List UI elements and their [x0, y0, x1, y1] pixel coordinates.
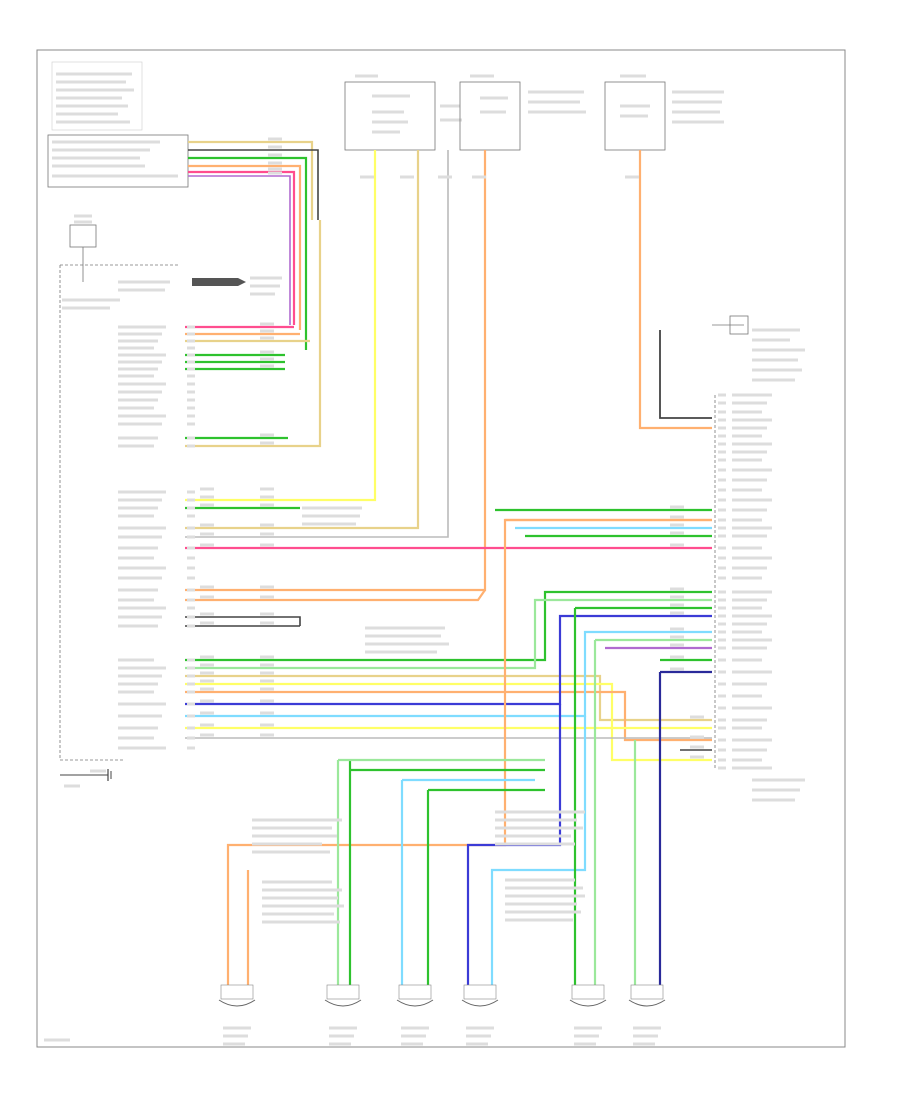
speaker-icon — [628, 999, 666, 1007]
ground-icon — [60, 769, 112, 788]
wire-21 — [638, 150, 712, 430]
speaker-icon — [396, 999, 434, 1007]
wire-31 — [185, 598, 712, 670]
wire-16 — [185, 150, 420, 530]
speaker-lr-speaker — [628, 984, 666, 1046]
wire-5 — [188, 170, 296, 325]
wire-19 — [185, 589, 486, 602]
header-block-left — [51, 61, 143, 131]
wire-30 — [185, 590, 712, 662]
fuse-box-2 — [459, 74, 586, 151]
wire-33 — [185, 682, 712, 762]
wire-6 — [188, 175, 291, 325]
wire-1 — [188, 140, 314, 220]
speaker-icon — [461, 999, 499, 1007]
wire-17 — [185, 150, 449, 538]
speakers — [218, 984, 666, 1046]
pin-labels — [118, 137, 772, 924]
radio-module-outline — [59, 264, 180, 761]
wire-36 — [185, 630, 712, 718]
wire-34 — [185, 690, 712, 742]
wire-51 — [490, 716, 587, 985]
wire-3 — [188, 156, 308, 350]
fuse-box-1 — [344, 74, 462, 151]
antenna-symbol — [69, 214, 97, 282]
speaker-lf-door — [461, 984, 499, 1046]
wire-14 — [185, 220, 322, 448]
wires — [185, 140, 712, 985]
speaker-icon — [569, 999, 607, 1007]
speaker-rf-tweeter — [218, 984, 256, 1046]
amplifier-connector — [712, 315, 805, 802]
speaker-icon — [324, 999, 362, 1007]
speaker-icon — [218, 999, 256, 1007]
radio-input-connector — [47, 134, 189, 188]
stereo-block — [118, 276, 282, 296]
speaker-lf-tweeter — [569, 984, 607, 1046]
speaker-rr-speaker — [396, 984, 434, 1046]
wire-32 — [185, 674, 712, 722]
wire-28 — [185, 616, 301, 626]
diagram-frame — [36, 49, 846, 1048]
wire-2 — [188, 149, 319, 220]
speaker-rf-door — [324, 984, 362, 1046]
fuse-box-3 — [604, 74, 724, 151]
wire-15 — [185, 150, 377, 502]
wire-35 — [185, 614, 712, 706]
wire-22 — [659, 330, 712, 419]
wire-4 — [188, 164, 302, 330]
